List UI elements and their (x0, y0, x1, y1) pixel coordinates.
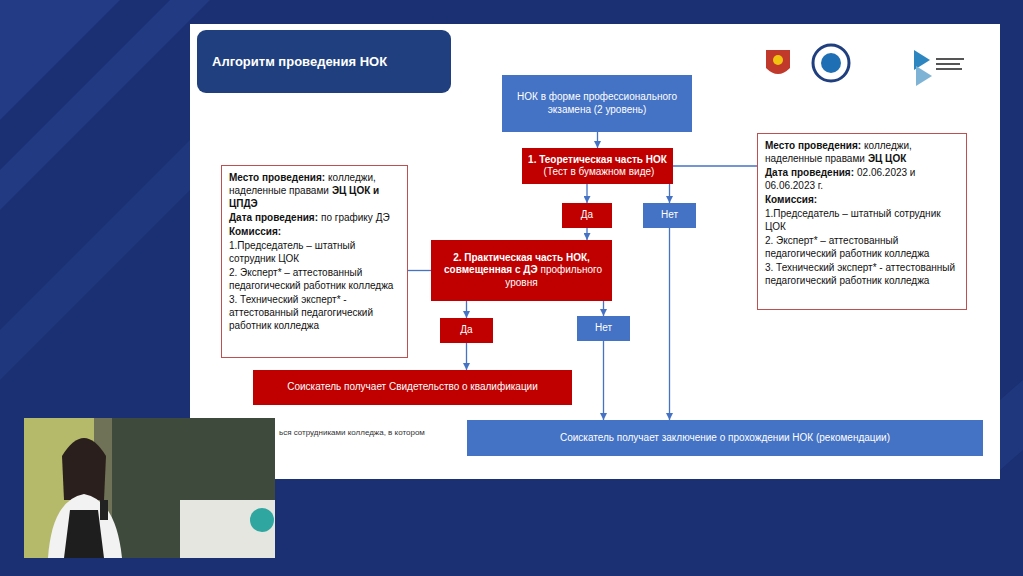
text-line: 1.Председатель – штатный сотрудник ЦОК (229, 239, 400, 265)
flow-arrow (669, 184, 670, 203)
flow-arrow (603, 301, 604, 316)
info-box: Место проведения:колледжи, наделенные пр… (757, 133, 967, 310)
start-box: НОК в форме профессионального экзамена (… (502, 75, 692, 132)
box-text: 2. Практическая часть НОК, (453, 252, 590, 263)
box-text: Соискатель получает заключение о прохожд… (560, 432, 890, 443)
text-line: 3. Технический эксперт* - аттестованный … (229, 293, 400, 332)
logo-institute (914, 50, 964, 86)
text-line: 1.Председатель – штатный сотрудник ЦОК (765, 207, 959, 233)
text-line: 1. Теоретическая часть НОК(Тест в бумажн… (528, 154, 667, 179)
flow-arrow (586, 184, 587, 203)
text-line: Да (581, 209, 593, 222)
flow-arrow (603, 341, 604, 420)
logo-agency (813, 45, 849, 81)
box-text: по графику ДЭ (321, 212, 390, 223)
process-box: 1. Теоретическая часть НОК(Тест в бумажн… (522, 148, 673, 184)
box-text: Нет (595, 322, 612, 333)
yes-box: Да (562, 203, 612, 228)
info-box: Место проведения:колледжи, наделенные пр… (221, 165, 408, 358)
slide-title: Алгоритм проведения НОК (212, 30, 448, 93)
text-line: 2. Практическая часть НОК,совмещенная с … (437, 252, 606, 290)
flow-arrow (466, 301, 467, 318)
box-text: 3. Технический эксперт* - аттестованный … (229, 294, 373, 331)
box-text: 2. Эксперт* – аттестованный педагогическ… (765, 235, 929, 259)
box-text: Дата проведения: (229, 212, 318, 223)
no-box: Нет (643, 203, 696, 228)
process-box: 2. Практическая часть НОК,совмещенная с … (431, 240, 612, 301)
text-line: Нет (595, 322, 612, 335)
box-text: Дата проведения: (765, 167, 854, 178)
box-text: 3. Технический эксперт* - аттестованный … (765, 262, 955, 286)
box-text: 1. Теоретическая часть НОК (528, 154, 667, 165)
flow-arrow (586, 228, 587, 240)
no-box: Нет (577, 316, 630, 341)
text-line: Да (460, 324, 472, 337)
text-line: Комиссия: (765, 193, 959, 206)
speaker-video (24, 418, 275, 558)
logo-ministry (766, 50, 790, 74)
text-line: Дата проведения:02.06.2023 и 06.06.2023 … (765, 166, 959, 192)
box-text: 1.Председатель – штатный сотрудник ЦОК (229, 240, 355, 264)
text-line: Место проведения:колледжи, наделенные пр… (229, 171, 400, 210)
result-box: Соискатель получает заключение о прохожд… (467, 420, 983, 456)
box-text: Соискатель получает Свидетельство о квал… (287, 381, 538, 392)
text-line: Соискатель получает заключение о прохожд… (560, 432, 890, 445)
yes-box: Да (440, 318, 493, 343)
connector-line (408, 270, 431, 271)
box-text: Место проведения: (765, 140, 861, 151)
text-line: Дата проведения:по графику ДЭ (229, 211, 400, 224)
footnote-text: ься сотрудниками колледжа, в котором (279, 428, 425, 437)
text-line: Место проведения:колледжи, наделенные пр… (765, 139, 959, 165)
box-text: (Тест в бумажном виде) (544, 166, 655, 177)
slide (190, 24, 1000, 479)
box-text: 1.Председатель – штатный сотрудник ЦОК (765, 208, 941, 232)
box-text: Комиссия: (229, 226, 281, 237)
decor-stripe (1000, 380, 1023, 470)
box-text: ЭЦ ЦОК (868, 153, 906, 164)
text-line: НОК в форме профессионального экзамена (… (508, 91, 686, 116)
text-line: Соискатель получает Свидетельство о квал… (287, 381, 538, 394)
text-line: 3. Технический эксперт* - аттестованный … (765, 261, 959, 287)
text-line: 2. Эксперт* – аттестованный педагогическ… (765, 234, 959, 260)
result-box: Соискатель получает Свидетельство о квал… (253, 370, 572, 405)
text-line: Нет (661, 209, 678, 222)
text-line: Комиссия: (229, 225, 400, 238)
title-tab (197, 30, 451, 93)
box-text: Нет (661, 209, 678, 220)
box-text: Место проведения: (229, 172, 325, 183)
box-text: НОК в форме профессионального экзамена (… (517, 91, 677, 115)
flow-arrow (466, 343, 467, 370)
decor-stripe (0, 140, 190, 380)
text-line: 2. Эксперт* – аттестованный педагогическ… (229, 266, 400, 292)
flow-arrow (669, 228, 670, 420)
connector-line (673, 165, 757, 166)
flow-arrow (597, 132, 598, 148)
box-text: Комиссия: (765, 194, 817, 205)
box-text: 2. Эксперт* – аттестованный педагогическ… (229, 267, 393, 291)
box-text: совмещенная с ДЭ (444, 264, 537, 275)
box-text: Да (460, 324, 472, 335)
box-text: Да (581, 209, 593, 220)
